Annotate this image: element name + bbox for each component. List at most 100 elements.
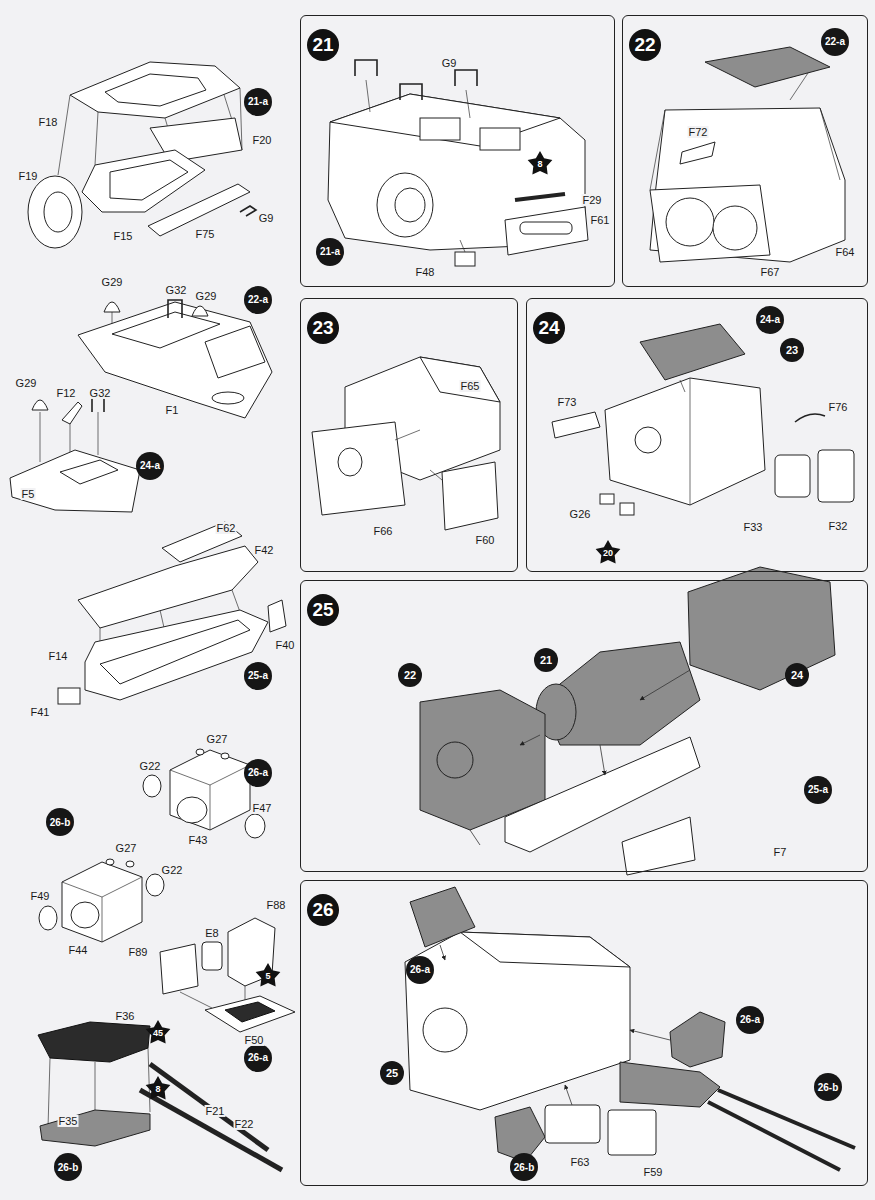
step-reference: 22 bbox=[398, 663, 422, 687]
sub-assembly-drawing bbox=[202, 942, 222, 970]
star-shape bbox=[256, 963, 281, 987]
sub-assembly-drawing bbox=[85, 610, 268, 700]
sub-assembly-drawing bbox=[70, 62, 240, 118]
part-number: F43 bbox=[188, 834, 209, 846]
step-drawing bbox=[328, 60, 588, 266]
sub-assembly-drawing bbox=[58, 522, 286, 704]
sub-assembly-drawing bbox=[143, 775, 161, 797]
sub-assembly-drawing bbox=[95, 1062, 96, 1110]
step-drawing bbox=[466, 90, 470, 118]
sub-assembly-drawing bbox=[32, 400, 48, 410]
part-number: F48 bbox=[415, 266, 436, 278]
step-drawing bbox=[455, 252, 475, 266]
part-number: F14 bbox=[48, 650, 69, 662]
sub-assembly-drawing bbox=[160, 944, 198, 994]
sub-assembly-drawing bbox=[177, 797, 207, 823]
step-drawing bbox=[552, 324, 854, 515]
step-drawing bbox=[670, 1012, 725, 1067]
part-number: F1 bbox=[165, 404, 180, 416]
sub-assembly-drawing bbox=[40, 1110, 150, 1146]
part-number: F63 bbox=[570, 1156, 591, 1168]
step-number: 21 bbox=[540, 654, 552, 666]
step-drawing bbox=[420, 357, 500, 402]
callout-circle: 26-b bbox=[46, 808, 75, 837]
sub-assembly-drawing bbox=[82, 150, 205, 212]
part-number: F59 bbox=[643, 1166, 664, 1178]
step-drawing bbox=[355, 60, 377, 76]
part-number: F49 bbox=[30, 890, 51, 902]
step-number: 23 bbox=[307, 312, 339, 344]
part-number: F88 bbox=[266, 899, 287, 911]
callout-circle: 26-a bbox=[244, 759, 272, 787]
callout-circle: 26-b bbox=[814, 1073, 843, 1102]
step-drawing bbox=[437, 742, 473, 778]
sub-assembly-drawing bbox=[39, 859, 164, 942]
callout-number: 26-a bbox=[740, 1014, 760, 1025]
callout-number: 20 bbox=[603, 548, 613, 558]
step-drawing bbox=[605, 378, 765, 505]
sub-assembly-drawing bbox=[95, 112, 98, 165]
callout-circle: 26-a bbox=[406, 956, 434, 984]
step-drawing bbox=[470, 830, 480, 845]
sub-assembly-drawing bbox=[78, 302, 272, 418]
sub-assembly-drawing bbox=[180, 992, 212, 1008]
step-drawing bbox=[795, 414, 825, 422]
callout-number: 21-a bbox=[320, 246, 340, 257]
step-drawing bbox=[680, 142, 715, 164]
sub-assembly-drawing bbox=[240, 206, 256, 216]
step-number: 24 bbox=[533, 312, 565, 344]
step-drawing bbox=[455, 70, 477, 86]
callout-star: 5 bbox=[255, 962, 281, 988]
callout-number: 26-b bbox=[50, 817, 71, 828]
step-drawing bbox=[650, 185, 770, 262]
part-number: G29 bbox=[15, 377, 38, 389]
part-number: F32 bbox=[828, 520, 849, 532]
step-drawing bbox=[520, 735, 540, 745]
part-number: F12 bbox=[56, 387, 77, 399]
step-panel: 2424-a2320 bbox=[526, 298, 868, 572]
step-drawing bbox=[460, 932, 630, 967]
step-drawing bbox=[505, 207, 588, 255]
part-number: F66 bbox=[373, 525, 394, 537]
callout-number: 24-a bbox=[760, 314, 780, 325]
part-number: G29 bbox=[101, 276, 124, 288]
sub-assembly-drawing bbox=[110, 160, 188, 200]
part-number: F19 bbox=[18, 170, 39, 182]
part-number: F64 bbox=[835, 246, 856, 258]
step-drawing bbox=[600, 745, 605, 775]
step-drawing bbox=[680, 380, 685, 392]
sub-assembly-drawing bbox=[44, 192, 72, 232]
callout-number: 8 bbox=[537, 159, 542, 169]
callout-circle: 24-a bbox=[756, 306, 784, 334]
step-drawing bbox=[440, 945, 445, 960]
sub-assembly-drawing bbox=[148, 1048, 150, 1112]
sub-assembly-drawing bbox=[196, 749, 204, 755]
sub-assembly-drawing bbox=[71, 902, 99, 928]
callout-number: 26-b bbox=[514, 1162, 535, 1173]
part-number: F61 bbox=[590, 214, 611, 226]
sub-assembly-drawing bbox=[232, 590, 240, 612]
sub-assembly-drawing bbox=[10, 396, 140, 512]
callout-circle: 22-a bbox=[244, 286, 272, 314]
star-shape bbox=[146, 1076, 171, 1100]
callout-star: 8 bbox=[145, 1075, 171, 1101]
star-shape bbox=[596, 540, 621, 564]
callout-circle: 25-a bbox=[804, 776, 832, 804]
step-drawing bbox=[545, 1105, 600, 1143]
sub-assembly-drawing bbox=[205, 326, 265, 378]
part-number: G27 bbox=[115, 842, 138, 854]
sub-assembly-drawing bbox=[140, 1090, 282, 1170]
part-number: F29 bbox=[582, 194, 603, 206]
part-number: G27 bbox=[206, 733, 229, 745]
sub-assembly-drawing bbox=[60, 460, 118, 484]
step-panel: 2121-a8 bbox=[300, 15, 615, 287]
step-number: 24 bbox=[791, 669, 803, 681]
step-drawing bbox=[775, 455, 810, 497]
step-panel: 2222-a bbox=[622, 15, 868, 287]
sub-assembly-drawing bbox=[245, 814, 265, 838]
part-number: F7 bbox=[773, 846, 788, 858]
step-drawing bbox=[620, 1062, 720, 1107]
callout-number: 25-a bbox=[248, 670, 268, 681]
step-drawing bbox=[820, 108, 840, 180]
part-number: F75 bbox=[195, 228, 216, 240]
